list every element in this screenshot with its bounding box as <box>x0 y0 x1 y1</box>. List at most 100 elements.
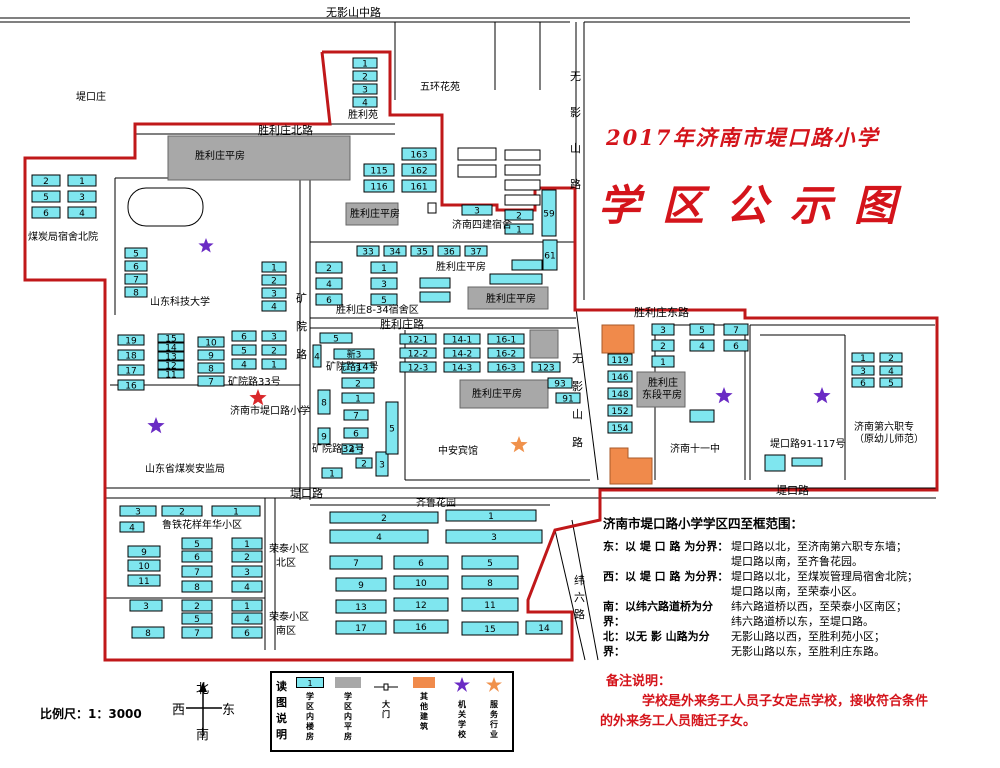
building-number: 6 <box>241 333 247 343</box>
road-wuying-shan: 影 <box>570 106 581 119</box>
building-number: 6 <box>133 263 139 273</box>
legend-item-pingfang: 学区内平房 <box>334 677 362 742</box>
school-red-star-icon <box>249 389 267 406</box>
legend-text: 大门 <box>382 700 390 719</box>
building-number: 2 <box>381 514 387 524</box>
building-number: 8 <box>208 365 214 375</box>
building: 6 <box>231 626 263 639</box>
building-number: 1 <box>79 177 85 187</box>
building-number: 5 <box>241 347 247 357</box>
building-number: 1 <box>516 226 522 236</box>
compass-cross-icon <box>186 682 222 736</box>
place-sijian: 济南四建宿舍 <box>452 218 512 231</box>
place-91-117: 堤口路91-117号 <box>770 437 845 450</box>
building-number: 2 <box>271 277 277 287</box>
building-number: 5 <box>888 379 894 389</box>
building: 1 <box>504 223 534 236</box>
building: 1 <box>370 261 398 274</box>
building: 新3 <box>333 348 375 361</box>
building-number: 2 <box>362 73 368 83</box>
note-title: 备注说明： <box>606 674 672 689</box>
building-number: 152 <box>611 407 628 417</box>
building-number: 1 <box>271 361 277 371</box>
building-number: 4 <box>271 303 277 313</box>
place-kuangyuan33: 矿院路33号 <box>228 375 281 388</box>
building: 1 <box>231 599 263 612</box>
building-number: 7 <box>133 276 139 286</box>
building-number: 8 <box>145 629 151 639</box>
building-number: 3 <box>271 333 277 343</box>
building: 1 <box>261 358 287 371</box>
building: 93 <box>547 377 573 390</box>
building: 7 <box>197 375 225 388</box>
building-number: 61 <box>544 252 555 262</box>
building: 9 <box>317 427 331 445</box>
building-number: 1 <box>381 264 387 274</box>
building-number: 2 <box>43 177 49 187</box>
building-number: 5 <box>487 559 493 569</box>
building: 3 <box>231 565 263 578</box>
building: 11 <box>461 597 519 612</box>
place-rongtai-n: 荣泰小区 <box>269 542 309 555</box>
road-lines <box>0 17 936 661</box>
building-number: 2 <box>244 553 250 563</box>
compass-north: 北 <box>196 682 210 697</box>
building: 154 <box>607 421 633 434</box>
place-meitanju: 煤炭局宿舍北院 <box>28 230 98 243</box>
other-buildings <box>601 324 653 485</box>
legend-item-gate: 大门 <box>372 677 400 720</box>
road-shenglizhuang-north: 胜利庄北路 <box>258 123 313 137</box>
compass-south: 南 <box>196 728 210 743</box>
scope-text: 堤口路以北，至济南第六职专东墙； 堤口路以南，至齐鲁花园。 <box>731 540 907 568</box>
place-liuzhi: （原幼儿师范） <box>854 432 924 445</box>
place-pingfang: 胜利庄平房 <box>436 260 486 273</box>
building-number: 19 <box>125 337 137 347</box>
building: 6 <box>231 330 257 343</box>
building: 1 <box>445 509 537 522</box>
building: 91 <box>555 392 581 405</box>
building: 4 <box>689 339 715 352</box>
service-star-icon <box>510 436 528 453</box>
building-number: 6 <box>326 296 332 306</box>
building-number: 4 <box>699 342 705 352</box>
legend-text: 学区内平房 <box>344 692 352 741</box>
place-wuhuan: 五环花苑 <box>420 80 460 93</box>
building-number: 15 <box>165 335 176 345</box>
building: 5 <box>461 555 519 570</box>
building-number: 16 <box>415 623 427 633</box>
building-number: 1 <box>244 540 250 550</box>
building-number: 163 <box>410 151 427 161</box>
building <box>489 273 543 285</box>
building: 4 <box>119 521 145 534</box>
building-number: 2 <box>271 347 277 357</box>
building: 4 <box>329 529 429 544</box>
building-number: 1 <box>860 354 866 364</box>
building: 119 <box>607 353 633 366</box>
building-number: 7 <box>733 326 739 336</box>
place-rongtai-s: 荣泰小区 <box>269 610 309 623</box>
building-number: 2 <box>326 264 332 274</box>
place-dongduan: 东段平房 <box>642 388 682 401</box>
building-number: 14 <box>538 624 550 634</box>
building: 152 <box>607 404 633 417</box>
building: 14 <box>525 620 563 635</box>
place-school: 济南市堤口路小学 <box>230 404 310 417</box>
building <box>791 457 823 467</box>
building-number: 14-2 <box>452 350 472 360</box>
building-number: 3 <box>244 568 250 578</box>
building: 2 <box>352 70 378 83</box>
building: 59 <box>541 189 557 237</box>
place-zhongan: 中安宾馆 <box>438 444 478 457</box>
building-number: 33 <box>362 248 373 258</box>
building-number: 4 <box>79 209 85 219</box>
building: 5 <box>124 247 148 260</box>
place-pingfang: 胜利庄平房 <box>195 149 245 162</box>
building: 3 <box>375 451 389 477</box>
orange-star-icon <box>486 677 502 692</box>
road-wuying-shan-2: 山 <box>572 408 583 421</box>
building: 16 <box>117 379 145 392</box>
building: 14 <box>157 342 185 354</box>
building: 6 <box>723 339 749 352</box>
building: 8 <box>461 575 519 590</box>
